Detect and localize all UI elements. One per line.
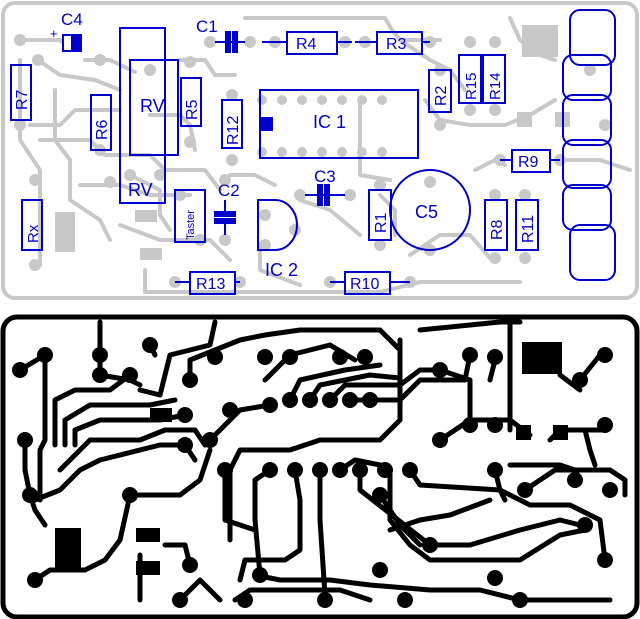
r1-label: R1	[373, 212, 390, 233]
r5-label: R5	[184, 99, 201, 120]
top-silk-tracks	[18, 16, 632, 294]
component-labels: C4 + C1 R4 R3 R7 R6 RV RV R5 R12 IC 1 R2…	[14, 10, 539, 293]
r13-label: R13	[196, 276, 225, 293]
r7-label: R7	[14, 89, 31, 110]
r15-label: R15	[463, 72, 480, 100]
copper-side-view	[0, 314, 640, 619]
rx-label: Rx	[25, 224, 42, 243]
ic2-label: IC 2	[265, 260, 298, 280]
r12-label: R12	[225, 116, 242, 145]
c3-label: C3	[314, 167, 336, 186]
r9-label: R9	[518, 154, 539, 171]
r8-label: R8	[489, 219, 506, 240]
taster-label: Taster	[185, 210, 197, 240]
r6-label: R6	[94, 119, 111, 140]
c4-polarity-label: +	[50, 26, 58, 41]
r2-label: R2	[433, 85, 450, 106]
c4-label: C4	[61, 10, 83, 29]
c5-label: C5	[415, 202, 438, 222]
r11-label: R11	[520, 215, 537, 243]
top-pads	[14, 25, 611, 288]
rv-bottom-label: RV	[128, 180, 153, 200]
c2-label: C2	[218, 181, 240, 200]
r4-label: R4	[296, 36, 317, 53]
top-board-outline	[1, 1, 639, 300]
bottom-board-outline	[0, 314, 640, 619]
ic1-label: IC 1	[313, 112, 346, 132]
r3-label: R3	[386, 36, 407, 53]
component-outlines	[10, 9, 616, 295]
rv-top-label: RV	[140, 96, 165, 116]
r14-label: R14	[487, 72, 504, 100]
component-side-view: C4 + C1 R4 R3 R7 R6 RV RV R5 R12 IC 1 R2…	[1, 1, 639, 300]
copper-pads	[12, 337, 618, 608]
r10-label: R10	[350, 276, 379, 293]
c1-label: C1	[196, 17, 218, 36]
